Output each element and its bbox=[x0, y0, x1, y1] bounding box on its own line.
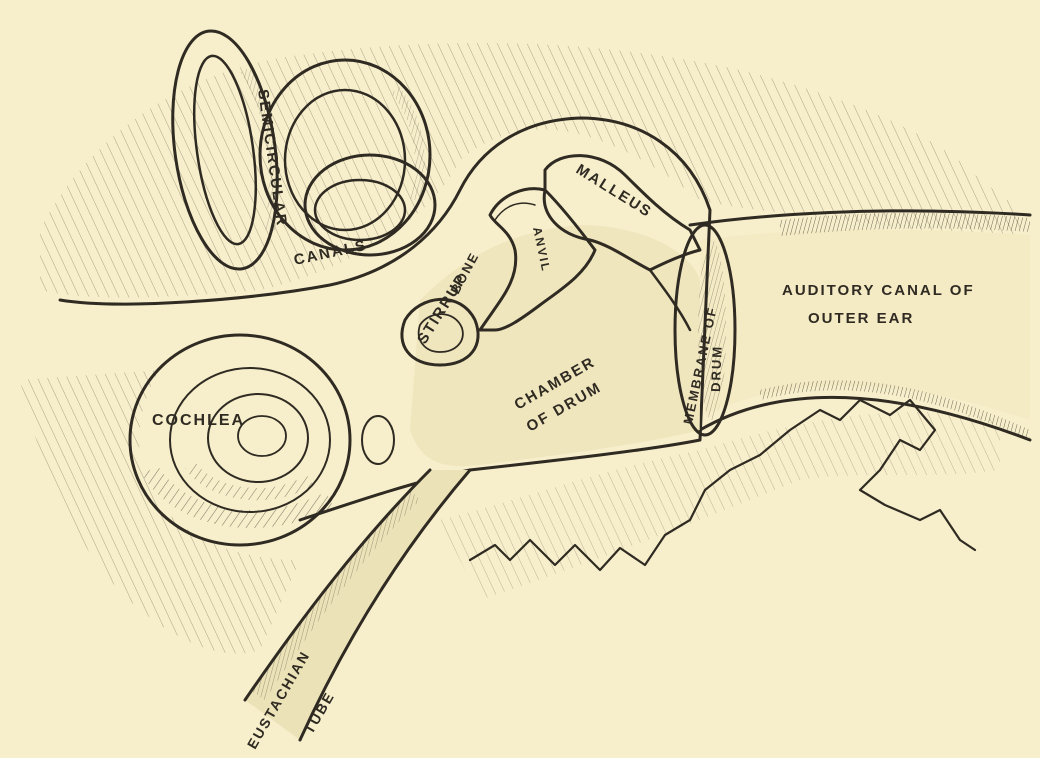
cochlea bbox=[130, 335, 394, 545]
label-auditory-line1: AUDITORY CANAL OF bbox=[782, 282, 975, 299]
label-auditory-line2: OUTER EAR bbox=[808, 310, 914, 327]
label-drum: DRUM bbox=[708, 345, 725, 392]
label-cochlea: COCHLEA bbox=[152, 412, 245, 429]
